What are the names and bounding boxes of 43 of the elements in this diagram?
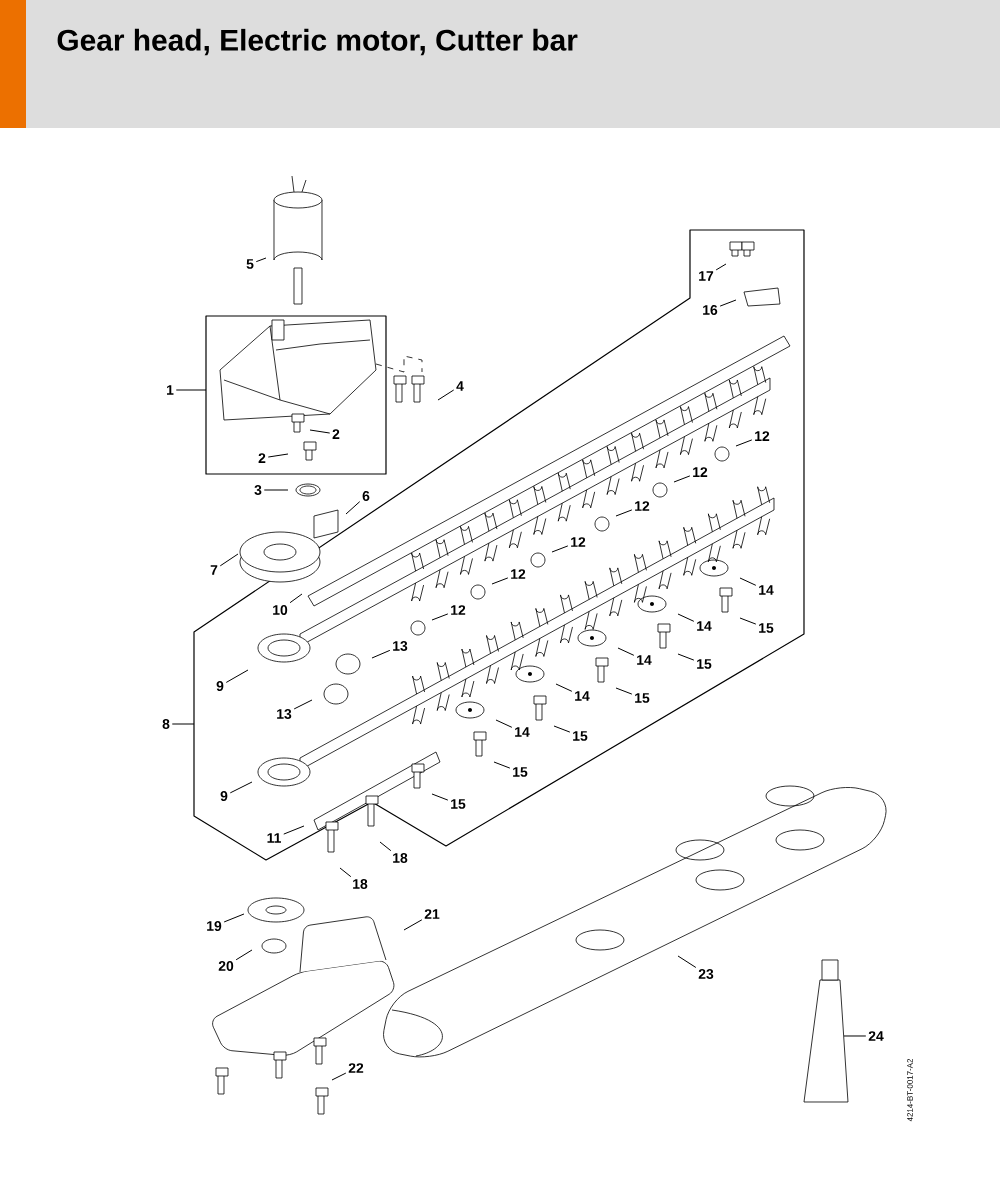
leader-line	[345, 501, 361, 515]
leader-line	[223, 913, 245, 923]
leader-line	[491, 577, 509, 585]
leader-line	[293, 699, 313, 710]
leader-line	[617, 647, 635, 656]
leader-line	[553, 725, 571, 733]
leader-line	[331, 1072, 347, 1081]
leader-line	[551, 545, 569, 553]
leader-line	[175, 389, 207, 391]
leader-line	[171, 723, 195, 725]
leader-line	[339, 867, 352, 878]
title-banner: Gear head, Electric motor, Cutter bar	[0, 0, 1000, 128]
leader-line	[267, 453, 289, 458]
leader-line	[235, 949, 253, 961]
leader-line	[403, 919, 423, 931]
leader-line	[371, 649, 391, 659]
leader-line	[431, 613, 449, 621]
leader-line	[493, 761, 511, 769]
leader-line	[229, 781, 253, 794]
leader-line	[555, 683, 573, 692]
leader-line	[677, 613, 695, 622]
leader-line	[255, 257, 267, 263]
leader-line	[431, 793, 449, 801]
leader-line	[495, 719, 513, 728]
leader-line	[715, 263, 727, 271]
leader-line	[283, 825, 305, 835]
leader-line	[379, 841, 392, 852]
leader-line	[673, 475, 691, 483]
leader-line	[437, 389, 455, 401]
leader-line	[219, 553, 239, 567]
leader-line	[615, 509, 633, 517]
leader-line	[615, 687, 633, 695]
leader-line	[309, 429, 331, 434]
leader-line	[843, 1035, 867, 1037]
leader-line	[739, 617, 757, 625]
leader-line	[225, 669, 249, 683]
leader-line	[677, 955, 697, 968]
leader-line	[719, 299, 737, 307]
leader-line	[735, 439, 753, 447]
leader-line	[289, 593, 303, 604]
leader-line	[677, 653, 695, 661]
leader-line	[263, 489, 289, 491]
leader-line	[739, 577, 757, 586]
